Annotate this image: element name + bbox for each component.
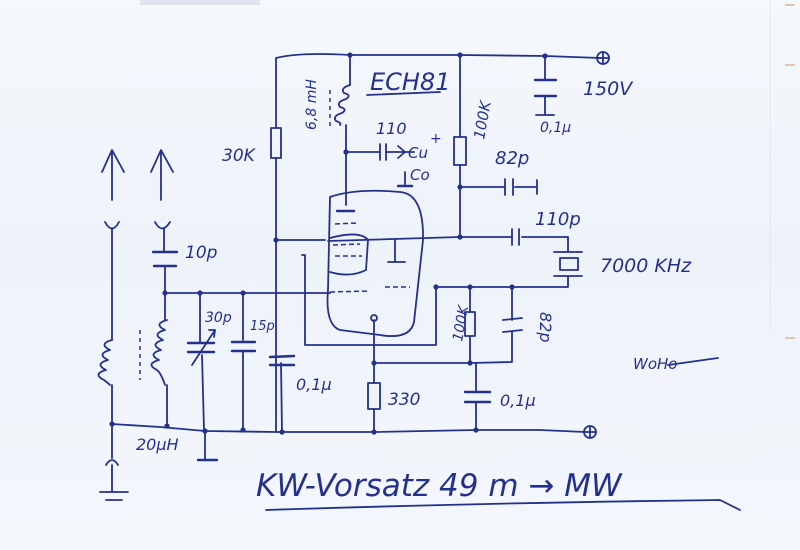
label-10p: 10p xyxy=(185,243,218,263)
label-cu: Cu xyxy=(408,144,428,162)
label-supply-cap: 0,1µ xyxy=(540,120,571,136)
tube-label-underline xyxy=(366,91,441,96)
resistor-100k-grid xyxy=(464,311,476,337)
capacitor-110p xyxy=(511,228,520,246)
crystal-frequency-label: 7000 KHz xyxy=(600,255,692,277)
title-underline xyxy=(265,499,741,511)
capacitor-10p xyxy=(151,250,179,268)
label-co: Co xyxy=(410,166,430,184)
label-110p: 110p xyxy=(535,209,581,230)
capacitor-bypass-left xyxy=(268,354,296,367)
capacitor-110 xyxy=(379,143,406,161)
label-82p-top: 82p xyxy=(495,148,529,169)
tube-ech81-icon xyxy=(326,189,424,337)
signature: WoHo xyxy=(633,355,677,373)
label-330: 330 xyxy=(388,390,420,410)
paper-background-marks xyxy=(140,0,795,339)
label-30p: 30p xyxy=(205,310,232,326)
label-15p: 15p xyxy=(250,319,275,334)
label-bypass-right: 0,1µ xyxy=(500,391,536,410)
inductor-primary xyxy=(97,339,113,386)
crystal-icon xyxy=(553,251,583,277)
capacitor-bypass-right xyxy=(463,390,492,404)
supply-voltage-label: 150V xyxy=(583,78,634,100)
junction-dots xyxy=(109,52,548,435)
inductor-6-8mh xyxy=(333,84,351,126)
label-bypass-left: 0,1µ xyxy=(296,375,332,394)
inductor-secondary xyxy=(150,319,168,386)
resistor-100k-anode xyxy=(453,136,467,166)
capacitor-supply xyxy=(533,78,558,98)
earth-ground-icon xyxy=(99,459,129,501)
resistor-330 xyxy=(367,382,381,410)
label-100k-anode: 100K xyxy=(470,99,495,141)
supply-terminal-icon xyxy=(596,51,610,65)
label-6-8mh: 6,8 mH xyxy=(304,79,320,130)
capacitor-15p xyxy=(230,340,257,353)
antenna-icon-right xyxy=(150,149,174,230)
diagram-title: KW-Vorsatz 49 m → MW xyxy=(256,468,623,504)
label-30k: 30K xyxy=(222,146,257,166)
capacitor-82p-top xyxy=(504,178,514,196)
trimmer-capacitor-30p xyxy=(186,329,216,366)
ground-terminal-icon xyxy=(583,425,597,439)
antenna-icon-left xyxy=(101,149,125,230)
resistor-30k xyxy=(270,127,282,159)
signature-flourish xyxy=(667,357,719,366)
capacitor-82p-bottom xyxy=(502,317,523,333)
label-82p-bottom: 82p xyxy=(536,312,555,343)
label-100k-grid: 100K xyxy=(450,303,472,343)
label-20uh: 20µH xyxy=(136,435,179,454)
label-110: 110 xyxy=(376,119,407,138)
label-plus: + xyxy=(430,131,442,147)
